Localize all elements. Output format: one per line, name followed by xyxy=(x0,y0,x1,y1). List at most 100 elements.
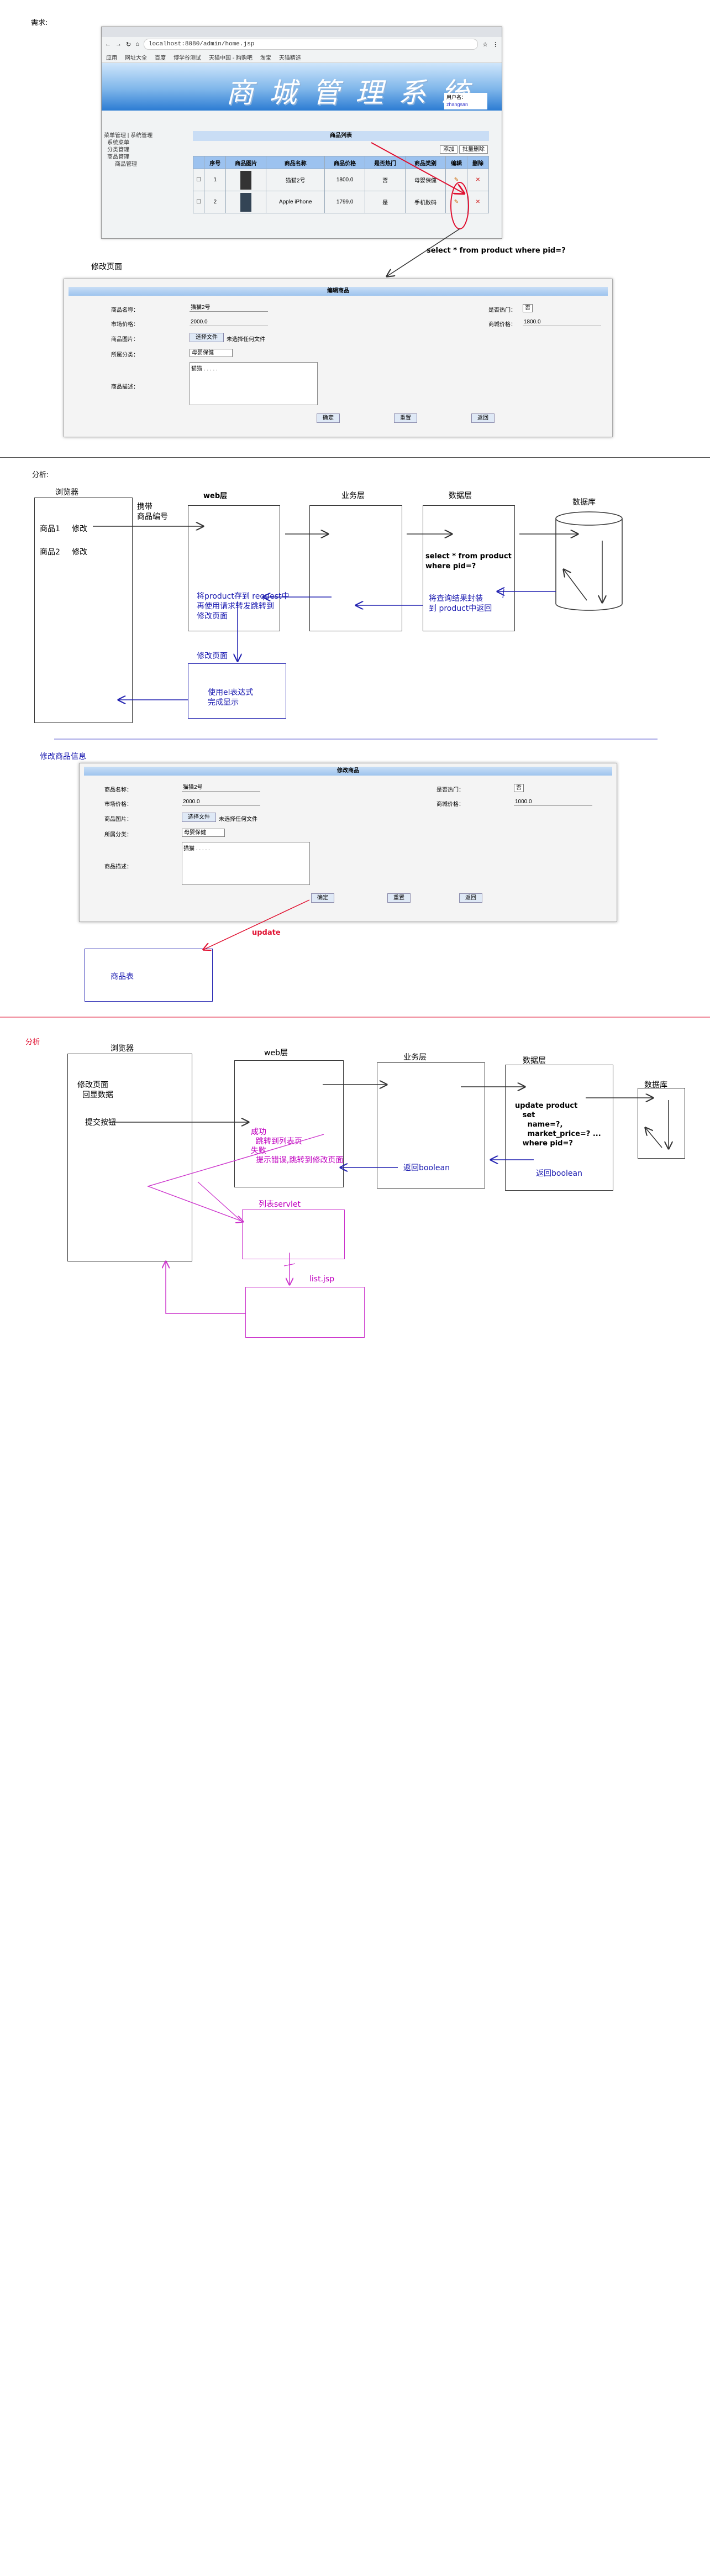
delete-icon[interactable]: ✕ xyxy=(466,191,490,213)
star-icon[interactable]: ☆ xyxy=(482,41,488,48)
confirm-button[interactable]: 确定 xyxy=(317,413,340,423)
confirm-button[interactable]: 确定 xyxy=(311,893,334,903)
home-icon[interactable]: ⌂ xyxy=(135,41,139,48)
product-list: 商品列表 添加 批量删除 序号 商品图片 商品名称 商品价格 是否热门 商品类别… xyxy=(192,131,490,213)
form-title: 编辑商品 xyxy=(69,287,608,296)
field-label: 商品图片： xyxy=(104,816,132,823)
category-select[interactable]: 母婴保健 xyxy=(190,349,233,357)
market-price-input[interactable]: 2000.0 xyxy=(190,318,268,326)
field-label: 商品名称： xyxy=(104,787,132,793)
user-box: 用户名： zhangsan xyxy=(444,93,487,109)
database-label: 数据库 xyxy=(644,1081,667,1090)
store-forward-label: 将product存到 request中 再使用请求转发跳转到 修改页面 xyxy=(197,592,290,621)
user-label: 用户名： xyxy=(446,95,467,100)
arrow xyxy=(387,228,460,276)
web-layer-box xyxy=(234,1060,344,1187)
reset-button[interactable]: 重置 xyxy=(387,893,411,903)
col-header xyxy=(192,156,205,169)
bookmark-item[interactable]: 博学谷测试 xyxy=(173,55,201,61)
dao-layer-label: 数据层 xyxy=(449,491,472,500)
back-button[interactable]: 返回 xyxy=(471,413,495,423)
reset-button[interactable]: 重置 xyxy=(394,413,417,423)
field-label: 商品描述： xyxy=(104,864,132,870)
product-thumbnail xyxy=(225,169,267,191)
analysis-label-2: 分析 xyxy=(25,1038,40,1046)
list-jsp-label: list.jsp xyxy=(309,1275,335,1284)
field-label: 商品图片： xyxy=(111,337,139,343)
back-button[interactable]: 返回 xyxy=(459,893,482,903)
service-layer-box xyxy=(377,1062,485,1188)
sidebar-header[interactable]: 菜单管理 | 系统管理 xyxy=(104,133,153,139)
result-label: 成功 跳转到列表页 失败 提示错误,跳转到修改页面 xyxy=(251,1128,344,1165)
category-select[interactable]: 母婴保健 xyxy=(182,829,225,837)
service-layer-label: 业务层 xyxy=(341,491,365,500)
bookmark-item[interactable]: 天猫中国 - 购购吧 xyxy=(209,55,253,61)
web-layer-label: web层 xyxy=(203,492,228,500)
sidebar-item[interactable]: 商品管理 xyxy=(107,154,129,160)
admin-sidebar: 菜单管理 | 系统管理 系统菜单 分类管理 商品管理 商品管理 xyxy=(104,132,192,168)
bookmark-item[interactable]: 百度 xyxy=(155,55,166,61)
edit-page-label: 修改页面 回显数据 xyxy=(77,1081,113,1099)
red-arrow xyxy=(371,142,464,193)
cell: 1799.0 xyxy=(324,191,366,213)
cell: 手机数码 xyxy=(405,191,446,213)
name-input[interactable]: 猫猫2号 xyxy=(182,784,260,792)
cell: 是 xyxy=(365,191,406,213)
field-label: 市场价格： xyxy=(104,802,132,808)
choose-file-button[interactable]: 选择文件 xyxy=(182,813,216,822)
analysis-label-1: 分析: xyxy=(32,471,49,479)
field-label: 是否热门： xyxy=(436,787,464,793)
menu-icon[interactable]: ⋮ xyxy=(492,41,498,48)
address-bar[interactable]: localhost:8080/admin/home.jsp xyxy=(143,39,478,50)
reload-icon[interactable]: ↻ xyxy=(126,41,132,48)
batch-delete-button[interactable]: 批量删除 xyxy=(459,145,488,154)
forward-icon[interactable]: → xyxy=(115,41,122,48)
list-title: 商品列表 xyxy=(193,131,489,141)
shop-price-input[interactable]: 1000.0 xyxy=(514,798,592,806)
browser-tabstrip xyxy=(102,27,502,37)
cell: 否 xyxy=(365,169,406,191)
bookmark-item[interactable]: 应用 xyxy=(106,55,117,61)
market-price-input[interactable]: 2000.0 xyxy=(182,798,260,806)
sidebar-item[interactable]: 系统菜单 xyxy=(107,140,129,146)
table-row: ☐ 2 Apple iPhone 1799.0 是 手机数码 ✎ ✕ xyxy=(192,191,490,213)
sidebar-item[interactable]: 分类管理 xyxy=(107,147,129,153)
name-input[interactable]: 猫猫2号 xyxy=(190,304,268,312)
description-textarea[interactable]: 猫猫 . . . . . xyxy=(190,362,318,405)
description-textarea[interactable]: 猫猫 . . . . . xyxy=(182,842,310,885)
add-button[interactable]: 添加 xyxy=(440,145,458,154)
back-icon[interactable]: ← xyxy=(105,41,111,48)
field-label: 商品描述： xyxy=(111,384,139,390)
product-table-box xyxy=(85,949,213,1002)
bookmark-item[interactable]: 网址大全 xyxy=(125,55,147,61)
field-label: 是否热门： xyxy=(488,307,516,313)
item2-label: 商品2 xyxy=(40,548,60,557)
edit-page-node-label: 修改页面 xyxy=(197,652,228,661)
el-display-label: 使用el表达式 完成显示 xyxy=(208,688,254,707)
browser-label: 浏览器 xyxy=(55,488,78,497)
cell: 1800.0 xyxy=(324,169,366,191)
col-header: 商品名称 xyxy=(266,156,325,169)
banner-title: 商城管理系统 xyxy=(226,77,485,109)
update-sql-label: update product set name=?, market_price=… xyxy=(515,1102,601,1148)
shop-price-input[interactable]: 1800.0 xyxy=(523,318,601,326)
row-checkbox[interactable]: ☐ xyxy=(192,191,205,213)
admin-banner: 商城管理系统 用户名： zhangsan xyxy=(102,63,502,111)
bookmark-item[interactable]: 天猫精选 xyxy=(278,55,301,61)
col-header: 是否热门 xyxy=(365,156,406,169)
no-file-text: 未选择任何文件 xyxy=(219,816,257,823)
sidebar-item[interactable]: 商品管理 xyxy=(115,161,137,167)
sql-select-label: select * from product where pid=? xyxy=(427,247,566,255)
hot-select[interactable]: 否 xyxy=(523,304,533,312)
hot-select[interactable]: 否 xyxy=(514,784,524,792)
cell: 2 xyxy=(204,191,227,213)
choose-file-button[interactable]: 选择文件 xyxy=(190,333,224,342)
cell: Apple iPhone xyxy=(266,191,325,213)
delete-icon[interactable]: ✕ xyxy=(466,169,490,191)
dao-layer-box xyxy=(505,1065,613,1191)
database-cylinder xyxy=(555,511,623,611)
bookmark-item[interactable]: 淘宝 xyxy=(260,55,271,61)
